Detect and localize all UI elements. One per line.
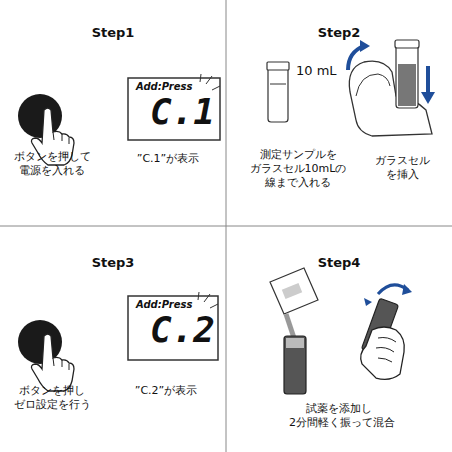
step-title: Step4 bbox=[289, 256, 389, 270]
step-caption: ガラスセル を挿入 bbox=[371, 154, 433, 182]
divider-line bbox=[0, 226, 452, 227]
reagent-packet bbox=[270, 268, 318, 338]
shaking-hand bbox=[361, 284, 412, 379]
step-caption: 測定サンプルを ガラスセル10mLの 線まで入れる bbox=[243, 148, 353, 190]
display-code: C.1 bbox=[150, 94, 215, 130]
display-label: Add:Press bbox=[136, 300, 192, 310]
step-title: Step2 bbox=[289, 26, 389, 40]
display-code: C.2 bbox=[150, 312, 215, 348]
sample-cell bbox=[267, 62, 289, 122]
display-label: Add:Press bbox=[136, 82, 192, 92]
step-panel: Step4 試薬を添加し 2分間軽く振って混合 bbox=[226, 226, 452, 452]
display-label: 10 mL bbox=[296, 64, 337, 77]
step-caption: ”C.1”が表示 bbox=[118, 152, 218, 166]
step-caption: ”C.2”が表示 bbox=[116, 384, 216, 398]
step-caption: 試薬を添加し 2分間軽く振って混合 bbox=[289, 402, 389, 430]
zero-button bbox=[18, 320, 74, 391]
step-title: Step3 bbox=[63, 256, 163, 270]
step-panel: Step2 測定サンプルを ガラスセル10mLの 線まで入れるガラスセル を挿入 bbox=[226, 0, 452, 226]
lcd-display bbox=[128, 74, 220, 140]
reagent-tube bbox=[284, 336, 306, 394]
instrument bbox=[348, 40, 435, 136]
step-title: Step1 bbox=[63, 26, 163, 40]
step-caption: ボタンを押して 電源を入れる bbox=[2, 150, 102, 178]
lcd-display bbox=[128, 292, 218, 360]
step-caption: ボタンを押し ゼロ設定を行う bbox=[2, 384, 102, 412]
